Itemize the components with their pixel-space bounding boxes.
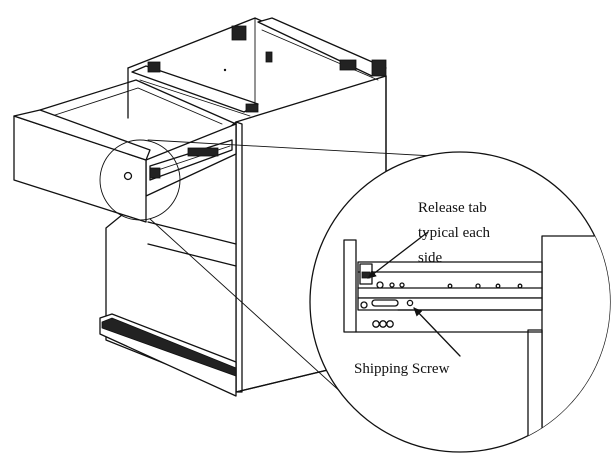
detail-drawer-front-edge [343, 239, 357, 333]
release-tab-arrow [367, 231, 429, 279]
front-face-edge [235, 121, 243, 393]
detail-slide-rail [357, 261, 543, 299]
drawer-slide-release-tab [149, 167, 161, 179]
shipping-screw-label: Shipping Screw [354, 361, 450, 377]
top-bracket-3 [147, 61, 161, 73]
top-bracket-5 [245, 103, 259, 113]
magnifier-source-circle [99, 139, 181, 221]
drawer-divider-2 [147, 243, 237, 267]
rail-hole-7 [495, 283, 501, 289]
cabinet-body [105, 17, 387, 393]
top-rail-left [131, 65, 259, 113]
top-bracket-6 [371, 59, 387, 77]
drawer-lock-icon [123, 171, 133, 181]
bearing-1 [372, 320, 380, 328]
release-tab-label-line-3: side [418, 250, 443, 266]
rail-hole-8 [517, 283, 523, 289]
rail-hole-2 [389, 282, 395, 288]
open-drawer [13, 79, 237, 223]
detail-view-contents [343, 235, 610, 452]
top-rail-left-detail [139, 79, 251, 117]
top-bracket-1 [231, 25, 247, 41]
rail-slot [371, 299, 399, 307]
lower-drawer-fronts [147, 121, 243, 393]
rail-hole-4 [360, 301, 368, 309]
drawer-slide-bearing [187, 147, 219, 157]
shipping-screw-arrow [413, 307, 461, 357]
rail-hole-5 [447, 283, 453, 289]
drawer-divider-1 [147, 221, 237, 245]
release-tab-label-line-1: Release tab [418, 200, 487, 216]
bearing-3 [386, 320, 394, 328]
base-toe-kick [101, 317, 237, 377]
top-bracket-2 [339, 59, 357, 71]
bearing-2 [379, 320, 387, 328]
top-rail-right [257, 17, 387, 77]
rail-hole-3 [399, 282, 405, 288]
magnifier-leader-top [147, 139, 469, 159]
shipping-screw-icon [406, 299, 414, 307]
drawer-top-back-edge [39, 79, 237, 125]
drawer-inner-edge [51, 87, 223, 125]
rail-hole-1 [376, 281, 384, 289]
cabinet-rivet [223, 68, 227, 72]
rail-hole-6 [475, 283, 481, 289]
release-tab-label-line-2: typical each [418, 225, 491, 241]
top-rail-right-detail [261, 29, 379, 81]
top-bracket-4 [265, 51, 273, 63]
